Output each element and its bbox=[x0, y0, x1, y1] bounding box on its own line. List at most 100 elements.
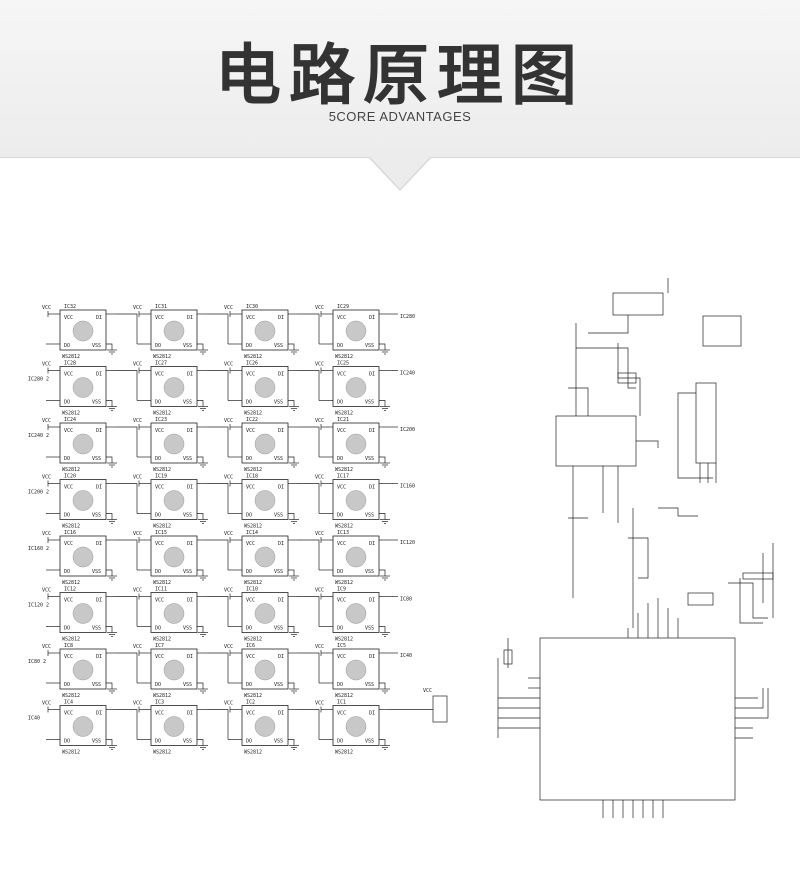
pin-vss-label: VSS bbox=[92, 456, 101, 462]
vss-wire bbox=[197, 513, 204, 520]
led-chip-box bbox=[241, 592, 289, 633]
led-lens bbox=[345, 377, 367, 398]
pin-vss-label: VSS bbox=[274, 739, 283, 745]
vcc-label: VCC bbox=[315, 418, 324, 424]
pin-vss-label: VSS bbox=[365, 569, 374, 575]
vcc-label: VCC bbox=[224, 644, 233, 650]
led-lens bbox=[72, 377, 94, 398]
led-lens bbox=[163, 659, 185, 681]
led-lens bbox=[345, 490, 367, 511]
vcc-label: VCC bbox=[224, 701, 233, 707]
led-ref-label: IC32 bbox=[64, 304, 76, 310]
pin-vcc-label: VCC bbox=[64, 654, 73, 660]
led-chip-box bbox=[59, 366, 107, 407]
led-ref-label: IC21 bbox=[337, 417, 349, 423]
led-ref-label: IC18 bbox=[246, 474, 258, 480]
vss-wire bbox=[288, 343, 295, 350]
vss-wire bbox=[106, 569, 113, 576]
led-ref-label: IC6 bbox=[246, 643, 255, 649]
pin-do-label: DO bbox=[337, 569, 343, 575]
led-lens bbox=[163, 433, 185, 455]
pin-vss-label: VSS bbox=[92, 682, 101, 688]
pin-vcc-label: VCC bbox=[337, 711, 346, 717]
pin-vss-label: VSS bbox=[92, 400, 101, 406]
pin-vcc-label: VCC bbox=[155, 428, 164, 434]
led-ref-label: IC12 bbox=[64, 587, 76, 593]
pin-do-label: DO bbox=[155, 343, 161, 349]
pin-vss-label: VSS bbox=[92, 626, 101, 632]
pin-do-label: DO bbox=[246, 513, 252, 519]
part-name-label: WS2812 bbox=[62, 580, 80, 586]
led-chip-box bbox=[332, 705, 380, 746]
led-ref-label: IC29 bbox=[337, 304, 349, 310]
page-subtitle: 5CORE ADVANTAGES bbox=[328, 109, 472, 124]
led-lens bbox=[72, 490, 94, 511]
led-ref-label: IC7 bbox=[155, 643, 164, 649]
pin-vcc-label: VCC bbox=[246, 372, 255, 378]
led-lens bbox=[163, 716, 185, 737]
vcc-label: VCC bbox=[315, 305, 324, 311]
led-chip-box bbox=[59, 422, 107, 464]
vcc-label: VCC bbox=[42, 701, 51, 707]
led-ref-label: IC16 bbox=[64, 530, 76, 536]
vss-wire bbox=[197, 739, 204, 746]
vss-wire bbox=[288, 626, 295, 633]
vcc-label: VCC bbox=[133, 418, 142, 424]
led-ref-label: IC31 bbox=[155, 304, 167, 310]
led-lens bbox=[345, 320, 367, 342]
pin-di-label: DI bbox=[187, 541, 193, 547]
pin-do-label: DO bbox=[246, 682, 252, 688]
vcc-label: VCC bbox=[224, 362, 233, 368]
chain-wire bbox=[116, 370, 138, 401]
pin-vcc-label: VCC bbox=[64, 711, 73, 717]
vcc-label: VCC bbox=[315, 531, 324, 537]
pin-vcc-label: VCC bbox=[337, 541, 346, 547]
led-chip-box bbox=[332, 366, 380, 407]
pin-di-label: DI bbox=[187, 711, 193, 717]
chain-out-label: IC80 bbox=[400, 597, 412, 603]
led-ref-label: IC20 bbox=[64, 474, 76, 480]
part-name-label: WS2812 bbox=[62, 750, 80, 756]
chain-out-label: IC280 bbox=[400, 314, 415, 320]
pin-vss-label: VSS bbox=[365, 739, 374, 745]
chain-in-label: IC200 2 bbox=[28, 490, 49, 496]
pin-vss-label: VSS bbox=[183, 626, 192, 632]
pin-vcc-label: VCC bbox=[155, 598, 164, 604]
led-lens bbox=[72, 603, 94, 624]
vcc-label: VCC bbox=[133, 701, 142, 707]
charger-chip bbox=[555, 415, 637, 467]
pin-vcc-label: VCC bbox=[155, 711, 164, 717]
chain-wire bbox=[298, 539, 320, 570]
led-lens bbox=[163, 490, 185, 511]
pin-vcc-label: VCC bbox=[337, 372, 346, 378]
pin-do-label: DO bbox=[337, 626, 343, 632]
pin-do-label: DO bbox=[337, 513, 343, 519]
chain-in-label: IC280 2 bbox=[28, 377, 49, 383]
switch-resistor bbox=[742, 572, 774, 580]
output-connector bbox=[432, 695, 448, 723]
pin-di-label: DI bbox=[187, 428, 193, 434]
pin-di-label: DI bbox=[278, 485, 284, 491]
pin-do-label: DO bbox=[64, 513, 70, 519]
part-name-label: WS2812 bbox=[153, 693, 171, 699]
pin-di-label: DI bbox=[369, 654, 375, 660]
pin-vss-label: VSS bbox=[274, 626, 283, 632]
control-circuit bbox=[497, 278, 774, 818]
vcc-label: VCC bbox=[133, 644, 142, 650]
vss-wire bbox=[288, 400, 295, 407]
page-title: 电路原理图 bbox=[215, 37, 585, 114]
vcc-label: VCC bbox=[133, 531, 142, 537]
vcc-label: VCC bbox=[133, 475, 142, 481]
vss-wire bbox=[379, 513, 386, 520]
led-chip-box bbox=[332, 535, 380, 577]
pin-do-label: DO bbox=[155, 682, 161, 688]
vss-wire bbox=[288, 569, 295, 576]
pin-do-label: DO bbox=[246, 400, 252, 406]
pin-vss-label: VSS bbox=[183, 456, 192, 462]
pin-vcc-label: VCC bbox=[64, 315, 73, 321]
pin-di-label: DI bbox=[187, 654, 193, 660]
vss-wire bbox=[106, 626, 113, 633]
led-lens bbox=[254, 546, 276, 568]
